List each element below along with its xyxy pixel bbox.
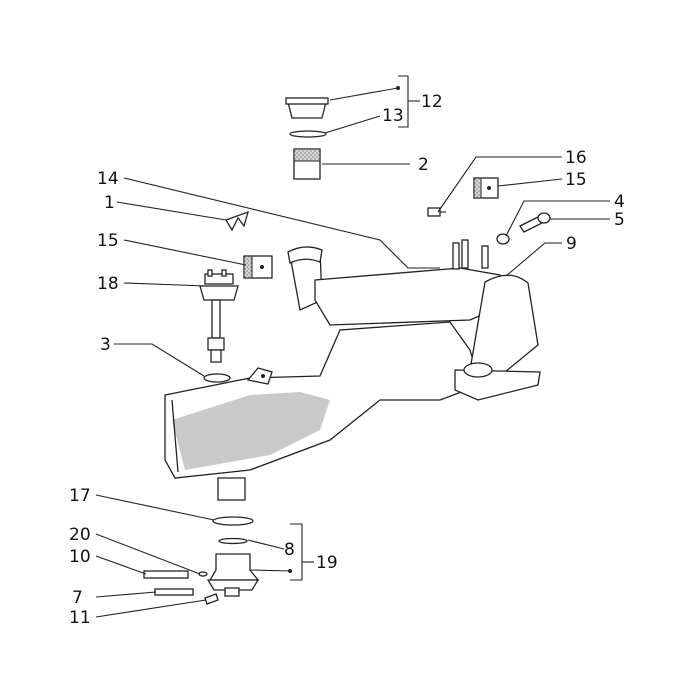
callout-15-left: 15 [97,231,119,251]
washer [496,233,510,245]
fuel-level-sender [199,269,239,363]
fuel-filter [293,148,321,180]
fuel-tube [154,588,194,596]
sender-o-ring [203,373,231,383]
clip [225,210,249,232]
callout-3: 3 [100,335,111,355]
callout-10: 10 [69,547,91,567]
hose-clamp [204,593,219,605]
callout-18: 18 [97,274,119,294]
grommet-left [243,255,273,279]
callout-1: 1 [104,193,115,213]
callout-15-right: 15 [565,170,587,190]
callout-8: 8 [284,540,295,560]
fuel-cap [285,97,329,119]
callout-12: 12 [421,92,443,112]
small-o-ring [198,571,208,577]
callout-7: 7 [72,588,83,608]
callout-20: 20 [69,525,91,545]
callout-2: 2 [418,155,429,175]
callout-4: 4 [614,192,625,212]
valve-gasket [218,537,248,545]
callout-9: 9 [566,234,577,254]
callout-19: 19 [316,553,338,573]
fuel-valve [206,553,260,597]
cap-gasket [289,130,327,138]
bolt [519,212,551,233]
callout-13: 13 [382,106,404,126]
screw [427,207,446,217]
drain-ring [212,516,254,526]
grommet-right [473,177,499,199]
callout-17: 17 [69,486,91,506]
fuel-tank [164,239,541,501]
callout-14: 14 [97,169,119,189]
leader-lines [95,75,610,618]
filter-screen [143,570,189,579]
callout-5: 5 [614,210,625,230]
callout-11: 11 [69,608,91,628]
callout-16: 16 [565,148,587,168]
